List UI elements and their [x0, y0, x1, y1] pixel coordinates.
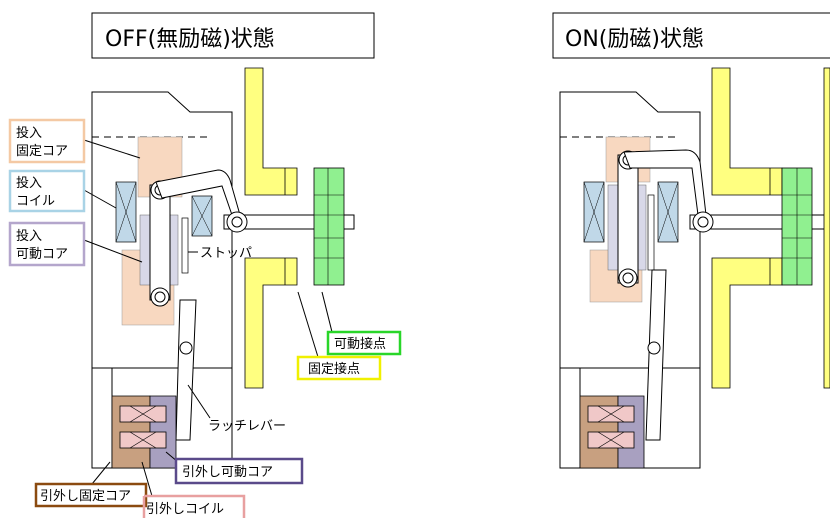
off-title-box — [91, 12, 375, 59]
trip-moving-core-label-box — [174, 457, 304, 485]
closing-moving-core-label-2: 可動コア — [16, 247, 68, 262]
off-stopper-bar — [181, 217, 189, 274]
off-linkage-arm — [155, 169, 241, 216]
stopper-label: ストッパ — [200, 246, 252, 261]
closing-coil-label-1: 投入 — [16, 175, 42, 191]
off-latch-lever — [175, 299, 197, 441]
closing-fixed-core-label-1: 投入 — [16, 125, 42, 141]
moving-contact-label-box — [326, 330, 402, 356]
off-closing-coil-left — [115, 181, 137, 243]
off-fixed-contact-upper — [244, 67, 298, 196]
closing-moving-core-label-box — [8, 221, 86, 267]
closing-coil-label-box — [8, 169, 86, 213]
off-plunger-rod — [149, 184, 171, 301]
on-closing-coil-left — [583, 181, 605, 243]
closing-fixed-core-label-2: 固定コア — [16, 144, 68, 159]
latch-lever-label: ラッチレバー — [208, 419, 286, 434]
off-fixed-contact-lower — [244, 257, 298, 389]
on-stopper-bar — [647, 194, 655, 271]
on-fixed-contact-upper — [711, 67, 783, 196]
on-fixed-contact-lower — [711, 257, 783, 389]
on-trip-coil — [587, 405, 635, 449]
on-moving-contact — [781, 167, 813, 286]
moving-contact-label: 可動接点 — [334, 336, 386, 352]
on-state-panel: ON(励磁)状態 — [552, 12, 830, 469]
off-title: OFF(無励磁)状態 — [105, 27, 275, 52]
on-plunger-rod — [617, 154, 639, 284]
closing-moving-core-label-1: 投入 — [16, 228, 42, 244]
on-linkage-arm — [623, 149, 707, 216]
on-latch-lever — [645, 269, 667, 441]
on-title-box — [552, 12, 830, 59]
off-moving-contact — [313, 167, 345, 286]
trip-moving-core-label: 引外し可動コア — [182, 465, 273, 480]
closing-coil-label-2: コイル — [16, 194, 55, 209]
closing-fixed-core-label-box — [8, 118, 86, 164]
off-trip-coil — [119, 405, 167, 449]
on-closing-coil-right — [657, 181, 679, 243]
off-leader-lines — [83, 139, 333, 497]
on-fixed-contact-right-edge — [823, 67, 830, 389]
fixed-contact-label-box — [296, 355, 382, 381]
trip-fixed-core-label: 引外し固定コア — [40, 489, 131, 504]
trip-coil-label: 引外しコイル — [146, 502, 224, 517]
trip-coil-label-box — [144, 494, 246, 518]
fixed-contact-label: 固定接点 — [308, 361, 360, 377]
off-state-panel: OFF(無励磁)状態 — [8, 12, 402, 518]
off-closing-coil-right — [191, 195, 213, 237]
on-title: ON(励磁)状態 — [565, 27, 704, 52]
